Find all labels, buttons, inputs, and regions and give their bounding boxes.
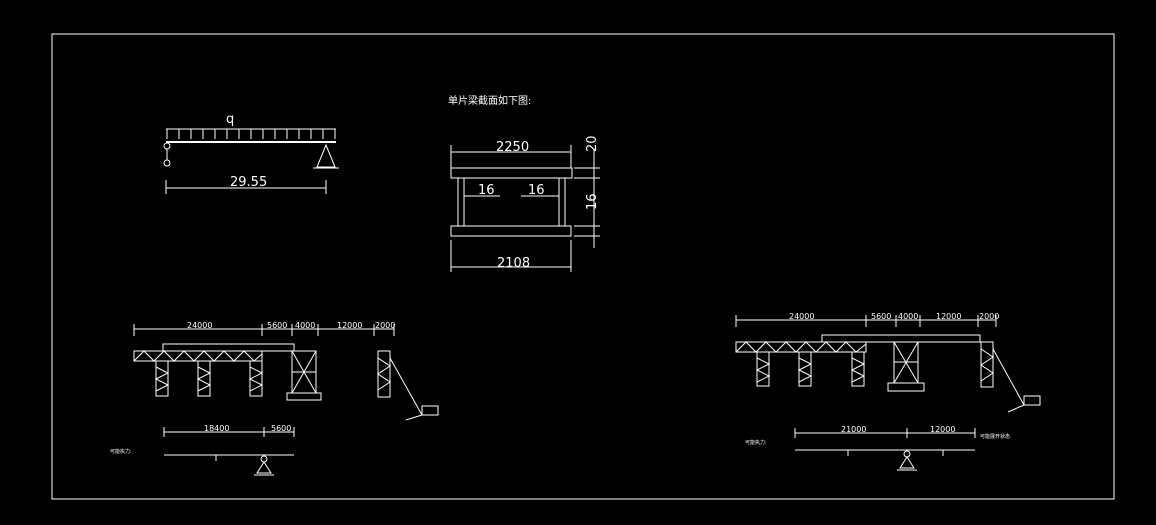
left-dim-3: 4000 [295,321,315,330]
load-label: q [226,112,234,127]
right-dim-3: 4000 [898,312,918,321]
left-dim-2: 5600 [267,321,287,330]
dim-web: 16 [585,193,600,210]
box-section [450,145,600,272]
right-elevation [735,315,1041,471]
load-arrows [166,129,336,139]
web-right-thickness: 16 [528,183,545,198]
left-dim-4: 12000 [337,321,362,330]
left-force-dim-1: 18400 [204,424,229,433]
section-top-width: 2250 [496,140,529,155]
right-dim-2: 5600 [871,312,891,321]
left-dim-5: 2000 [375,321,395,330]
right-dim-1: 24000 [789,312,814,321]
right-force-label: 可能执力: [745,439,767,446]
right-note: 可能展开状态 [980,433,1010,440]
right-force-dim-2: 12000 [930,425,955,434]
beam-diagram [163,128,339,194]
right-dim-5: 2000 [979,312,999,321]
left-force-dim-2: 5600 [271,424,291,433]
right-force-dim-1: 21000 [841,425,866,434]
web-left-thickness: 16 [478,183,495,198]
left-dim-1: 24000 [187,321,212,330]
span-label: 29.55 [230,175,267,190]
drawing-frame [51,33,1115,500]
left-elevation [133,324,439,476]
dim-top-flange: 20 [585,135,600,152]
left-force-label: 可能执力: [110,448,132,455]
section-title: 单片梁截面如下图: [448,94,531,107]
right-dim-4: 12000 [936,312,961,321]
section-bottom-width: 2108 [497,256,530,271]
